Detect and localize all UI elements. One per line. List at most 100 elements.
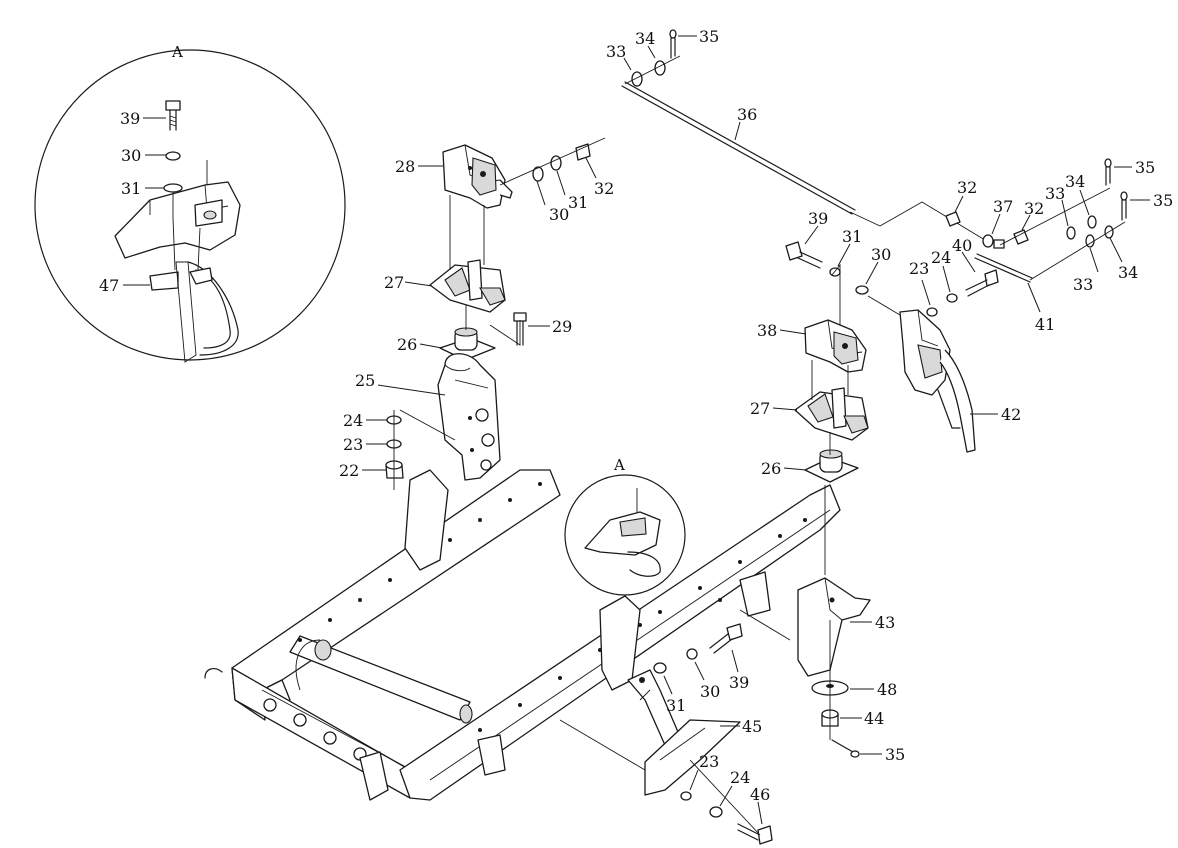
rubber-isolator-26-right [804, 449, 859, 483]
callout-39: 39 [808, 209, 828, 228]
mid-bracket [599, 595, 641, 691]
hinge-bracket-28 [442, 144, 513, 209]
callout-31: 31 [121, 179, 141, 198]
bracket-43 [797, 577, 871, 677]
chassis-frame [204, 469, 841, 801]
callout-23: 23 [909, 259, 929, 278]
nut-22 [385, 460, 404, 479]
cotter-pin-35-top [669, 29, 677, 59]
cotter-pin-35-a [1104, 158, 1112, 186]
torsion-bar-36: 36 [621, 81, 986, 241]
hinge-bracket-38 [804, 319, 867, 373]
callout-30: 30 [871, 245, 891, 264]
callout-31: 31 [666, 696, 686, 715]
callout-35: 35 [885, 745, 905, 764]
callout-39: 39 [120, 109, 140, 128]
latch-assembly-42 [899, 309, 976, 453]
stay-45 [627, 669, 741, 796]
rear-tube [289, 635, 471, 721]
nut-24-right [946, 293, 958, 303]
callout-43: 43 [875, 613, 895, 632]
left-rail [231, 469, 561, 691]
washer-23-right [926, 307, 938, 317]
callout-23: 23 [699, 752, 719, 771]
washer-34-a [1087, 215, 1097, 229]
callout-32: 32 [957, 178, 977, 197]
callout-35: 35 [1153, 191, 1173, 210]
callout-30: 30 [549, 205, 569, 224]
callout-34: 34 [1118, 263, 1138, 282]
callout-24: 24 [931, 248, 951, 267]
callout-38: 38 [757, 321, 777, 340]
callout-33: 33 [1073, 275, 1093, 294]
nut-32-a [945, 211, 961, 227]
cotter-pin-35-bottom [831, 739, 860, 758]
left-cab-mount: 28 27 29 26 25 24 23 22 30 31 32 [339, 137, 614, 490]
callout-47: 47 [99, 276, 119, 295]
bolt-46 [737, 823, 773, 845]
washer-31-left [550, 155, 562, 171]
handle-47-detail [149, 217, 239, 363]
washer-30-right [855, 285, 869, 295]
rail-holes [298, 482, 807, 732]
rod-41 [974, 253, 1033, 283]
callout-45: 45 [742, 717, 762, 736]
left-front-bracket [404, 469, 449, 571]
nut-24-lower [709, 806, 723, 818]
right-cab-mount: 39 31 30 23 24 40 38 27 26 42 [750, 209, 1021, 483]
callout-35: 35 [1135, 158, 1155, 177]
callout-37: 37 [993, 197, 1013, 216]
nut-32-left [575, 143, 591, 161]
callout-39: 39 [729, 673, 749, 692]
callout-33: 33 [606, 42, 626, 61]
callout-41: 41 [1035, 315, 1055, 334]
mount-cushion-27 [429, 259, 506, 313]
callout-32: 32 [594, 179, 614, 198]
callout-30: 30 [700, 682, 720, 701]
callout-42: 42 [1001, 405, 1021, 424]
callout-40: 40 [952, 236, 972, 255]
detail-label-small: A [613, 456, 625, 474]
rear-bracket-group: 43 48 44 35 [739, 485, 905, 764]
nut-32-b [1013, 229, 1029, 245]
callout-25: 25 [355, 371, 375, 390]
mount-cushion-27-right [794, 387, 869, 441]
washer-31-lower [653, 662, 667, 674]
callout-30: 30 [121, 146, 141, 165]
washer-33-a [1066, 226, 1076, 240]
bolt-39-right [785, 241, 823, 269]
callout-28: 28 [395, 157, 415, 176]
bolt-39-detail [165, 100, 181, 131]
callout-44: 44 [864, 709, 884, 728]
top-pin-assembly: 33 34 35 [606, 27, 719, 87]
callout-29: 29 [552, 317, 572, 336]
detail-view-a-small: A [564, 456, 686, 596]
callout-24: 24 [730, 768, 750, 787]
bracket-plate-detail [114, 160, 241, 259]
callout-26: 26 [397, 335, 417, 354]
washer-33-top [631, 71, 643, 87]
callout-27: 27 [750, 399, 770, 418]
callout-34: 34 [1065, 172, 1085, 191]
washer-30-left [532, 166, 544, 182]
right-upper-fasteners: 32 37 32 33 34 35 35 33 34 41 [945, 158, 1173, 334]
cotter-pin-35-b [1120, 191, 1128, 221]
detail-circle-small [564, 474, 686, 596]
detail-label: A [171, 43, 183, 61]
support-bracket-25 [437, 353, 501, 481]
callout-27: 27 [384, 273, 404, 292]
bolt-39-lower [709, 623, 743, 654]
callout-31: 31 [568, 193, 588, 212]
bolt-40 [965, 269, 999, 297]
callout-33: 33 [1045, 184, 1065, 203]
callout-23: 23 [343, 435, 363, 454]
callout-46: 46 [750, 785, 770, 804]
callout-36: 36 [737, 105, 757, 124]
washer-30-lower [686, 648, 698, 660]
callout-35: 35 [699, 27, 719, 46]
washer-31-detail [163, 183, 183, 193]
washer-31-right [829, 267, 841, 277]
callout-24: 24 [343, 411, 363, 430]
callout-26: 26 [761, 459, 781, 478]
